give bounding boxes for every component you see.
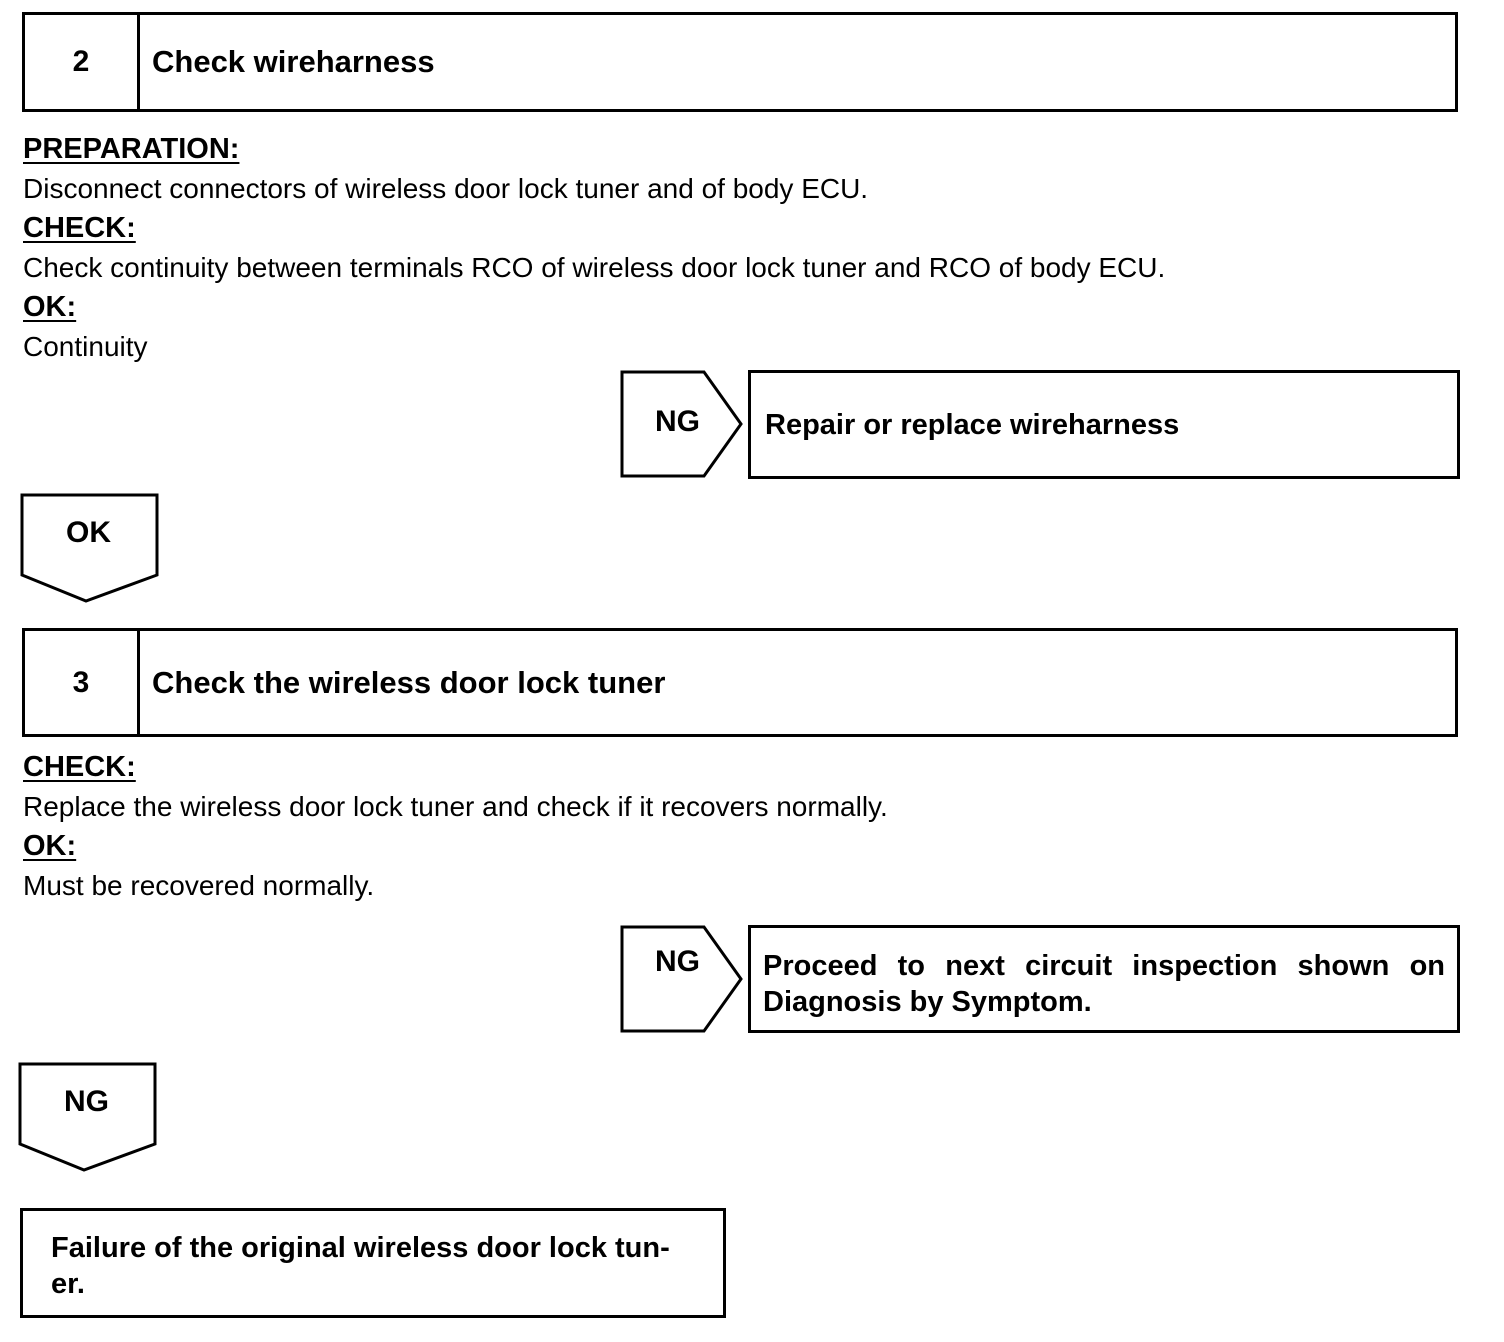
ng-result-text: Proceed to next circuit inspection shown… bbox=[763, 950, 1445, 1018]
preparation-label: PREPARATION: bbox=[23, 133, 240, 165]
ng-result-text: Repair or replace wireharness bbox=[765, 409, 1180, 441]
step-3-header: 3 Check the wireless door lock tuner bbox=[22, 628, 1458, 737]
ng-down-arrow-shape bbox=[18, 1062, 157, 1172]
ok-text: Continuity bbox=[23, 331, 148, 362]
ng-result-box: Repair or replace wireharness bbox=[748, 370, 1460, 479]
ok-text: Must be recovered normally. bbox=[23, 870, 375, 901]
final-result-text: Failure of the original wireless door lo… bbox=[51, 1232, 670, 1300]
step-title: Check the wireless door lock tuner bbox=[152, 664, 666, 700]
ok-label: OK: bbox=[23, 291, 77, 323]
ng-arrow-label: NG bbox=[655, 945, 700, 978]
step-number: 2 bbox=[25, 15, 140, 109]
ok-down-arrow-shape bbox=[20, 493, 159, 603]
step-2-header: 2 Check wireharness bbox=[22, 12, 1458, 112]
check-label: CHECK: bbox=[23, 212, 136, 244]
ok-down-arrow-label: OK bbox=[66, 516, 111, 549]
ok-label: OK: bbox=[23, 830, 77, 862]
check-text: Replace the wireless door lock tuner and… bbox=[23, 791, 888, 822]
preparation-text: Disconnect connectors of wireless door l… bbox=[23, 173, 869, 204]
check-text: Check continuity between terminals RCO o… bbox=[23, 252, 1166, 283]
step-number: 3 bbox=[25, 631, 140, 734]
ng-arrow-shape bbox=[620, 370, 743, 478]
ng-down-arrow-label: NG bbox=[64, 1085, 109, 1118]
ng-arrow-shape bbox=[620, 925, 743, 1033]
step-title: Check wireharness bbox=[152, 44, 435, 79]
ng-arrow-label: NG bbox=[655, 405, 700, 438]
ng-result-box: Proceed to next circuit inspection shown… bbox=[748, 925, 1460, 1033]
check-label: CHECK: bbox=[23, 751, 136, 783]
final-result-box: Failure of the original wireless door lo… bbox=[20, 1208, 726, 1318]
